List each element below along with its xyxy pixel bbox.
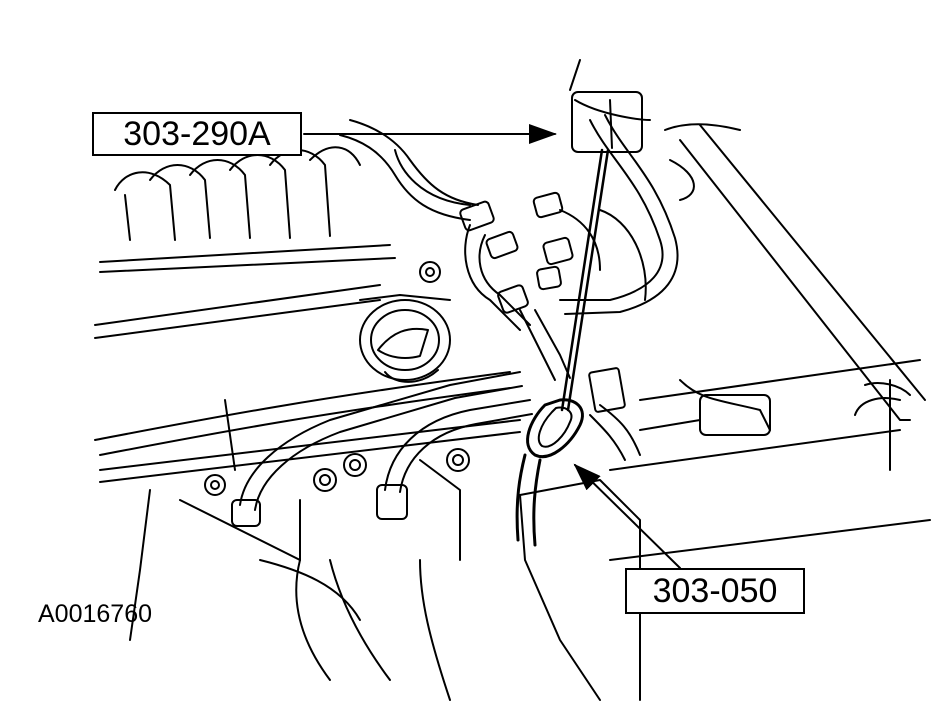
tool-shaft-303-290a [560, 148, 610, 412]
callout-303-290a: 303-290A [92, 112, 302, 156]
electrical-connector [588, 367, 641, 461]
vacuum-hoses [339, 114, 679, 331]
lower-hoses [231, 371, 533, 527]
callout-303-050-label: 303-050 [652, 571, 778, 610]
oil-filler-cap [359, 294, 451, 383]
engine-block [129, 379, 771, 701]
leader-lines [303, 124, 681, 569]
bolt-heads [204, 261, 470, 496]
hose-connectors [459, 191, 574, 381]
figure-id: A0016760 [38, 600, 153, 628]
hook-tool-303-050 [515, 398, 584, 547]
intake-runners [99, 146, 396, 273]
right-frame [569, 59, 931, 561]
callout-303-050: 303-050 [625, 568, 805, 614]
callout-303-290a-label: 303-290A [123, 114, 271, 153]
